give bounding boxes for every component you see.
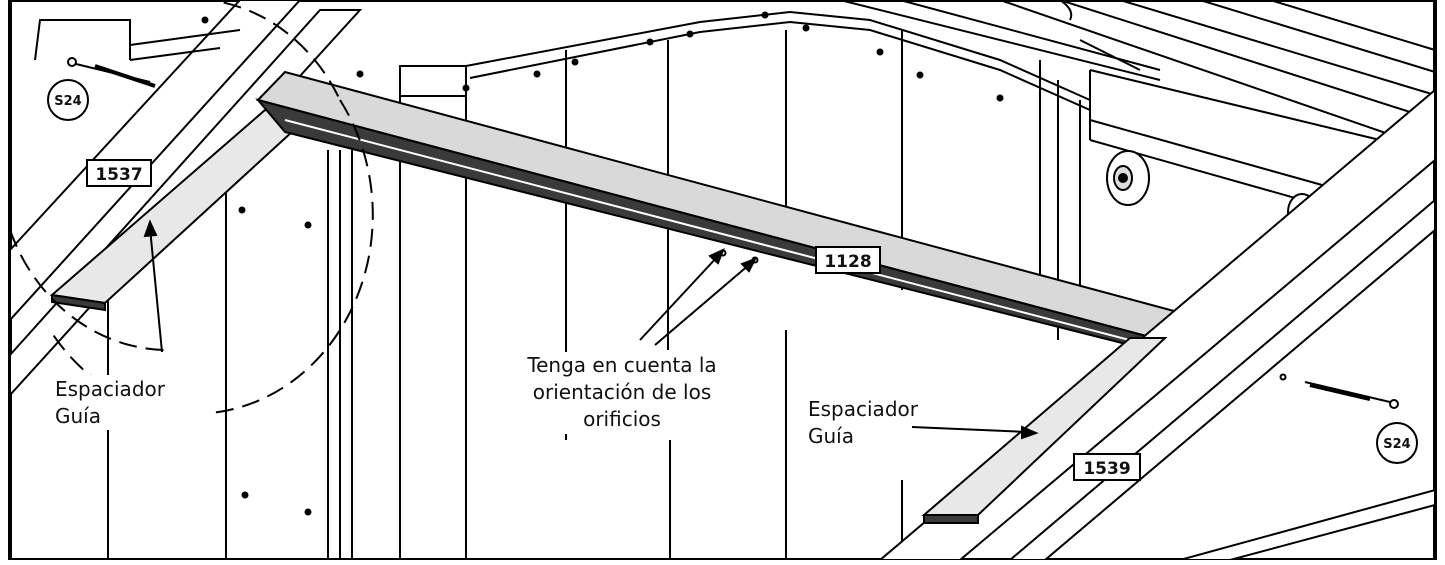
fastener-code-left: S24 xyxy=(54,94,81,109)
fastener-code-right: S24 xyxy=(1383,437,1410,452)
fastener-badge-right: S24 xyxy=(1376,422,1418,464)
part-label-1537: 1537 xyxy=(86,159,152,187)
screw-left xyxy=(67,57,156,88)
wall-top-edge xyxy=(399,10,1091,111)
part-number-1539: 1539 xyxy=(1083,459,1130,479)
part-number-1537: 1537 xyxy=(95,165,142,185)
panel-screw-dots xyxy=(201,11,1004,516)
top-arc xyxy=(1059,0,1073,21)
part-number-1128: 1128 xyxy=(824,252,871,272)
right-spacer-1539 xyxy=(921,337,1168,524)
leader-redraw xyxy=(911,426,959,430)
part-label-1128: 1128 xyxy=(815,246,881,274)
note-line2: orientación de los xyxy=(533,380,712,404)
left-guide-label-line2: Guía xyxy=(55,404,101,428)
fastener-badge-left: S24 xyxy=(47,79,89,121)
left-guide-label-line1: Espaciador xyxy=(55,377,166,401)
leader-lines xyxy=(143,219,1039,440)
note-line1: Tenga en cuenta la xyxy=(526,353,716,377)
part-label-1539: 1539 xyxy=(1073,453,1141,481)
note-line3: orificios xyxy=(583,407,661,431)
detail-circle-lower xyxy=(9,229,171,352)
label-bg-left xyxy=(45,375,210,430)
right-guide-label-line1: Espaciador xyxy=(808,397,919,421)
screw-right xyxy=(1279,373,1399,409)
label-bg-right xyxy=(800,395,958,450)
right-guide-label-line2: Guía xyxy=(808,424,854,448)
label-bg-note xyxy=(490,352,755,434)
